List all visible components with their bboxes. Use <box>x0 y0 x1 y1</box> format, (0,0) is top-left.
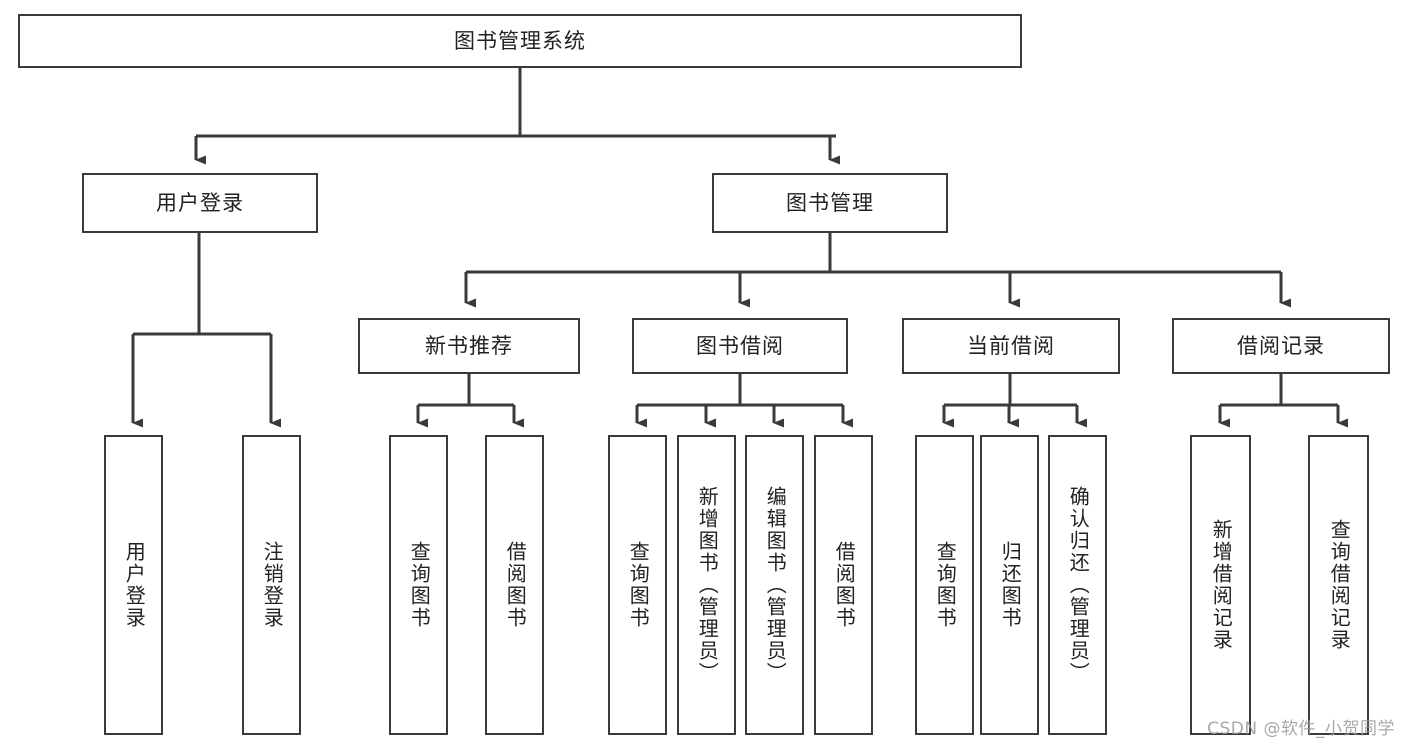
node-root[interactable]: 图书管理系统 <box>18 14 1022 68</box>
node-borrow-record[interactable]: 借阅记录 <box>1172 318 1390 374</box>
node-label: 注销登录 <box>260 541 285 629</box>
leaf-user-login[interactable]: 用户登录 <box>104 435 163 735</box>
leaf-query-book-recommend[interactable]: 查询图书 <box>389 435 448 735</box>
leaf-borrow-book[interactable]: 借阅图书 <box>814 435 873 735</box>
node-label: 借阅记录 <box>1237 333 1325 358</box>
node-label: 用户登录 <box>156 190 244 215</box>
node-label: 图书管理 <box>786 190 874 215</box>
node-label: 借阅图书 <box>503 541 528 629</box>
leaf-return-book[interactable]: 归还图书 <box>980 435 1039 735</box>
node-label: 借阅图书 <box>832 541 857 629</box>
node-label: 当前借阅 <box>967 333 1055 358</box>
leaf-add-borrow-record[interactable]: 新增借阅记录 <box>1190 435 1251 735</box>
node-label: 新增图书（管理员） <box>695 486 720 684</box>
node-new-book-recommend[interactable]: 新书推荐 <box>358 318 580 374</box>
leaf-add-book-admin[interactable]: 新增图书（管理员） <box>677 435 736 735</box>
leaf-query-borrow-record[interactable]: 查询借阅记录 <box>1308 435 1369 735</box>
leaf-logout[interactable]: 注销登录 <box>242 435 301 735</box>
leaf-edit-book-admin[interactable]: 编辑图书（管理员） <box>745 435 804 735</box>
node-label: 新书推荐 <box>425 333 513 358</box>
node-label: 查询图书 <box>933 541 958 629</box>
leaf-query-book-current[interactable]: 查询图书 <box>915 435 974 735</box>
node-book-borrow[interactable]: 图书借阅 <box>632 318 848 374</box>
leaf-query-book-borrow[interactable]: 查询图书 <box>608 435 667 735</box>
node-book-management[interactable]: 图书管理 <box>712 173 948 233</box>
node-label: 图书借阅 <box>696 333 784 358</box>
node-label: 确认归还（管理员） <box>1066 486 1091 684</box>
node-label: 查询借阅记录 <box>1327 519 1352 651</box>
node-label: 图书管理系统 <box>454 28 586 53</box>
node-user-login[interactable]: 用户登录 <box>82 173 318 233</box>
node-label: 归还图书 <box>998 541 1023 629</box>
node-label: 新增借阅记录 <box>1209 519 1234 651</box>
leaf-confirm-return-admin[interactable]: 确认归还（管理员） <box>1048 435 1107 735</box>
node-label: 查询图书 <box>626 541 651 629</box>
node-label: 编辑图书（管理员） <box>763 486 788 684</box>
node-label: 用户登录 <box>122 541 147 629</box>
watermark: CSDN @软件_小贺同学 <box>1207 719 1395 739</box>
leaf-borrow-book-recommend[interactable]: 借阅图书 <box>485 435 544 735</box>
node-current-borrow[interactable]: 当前借阅 <box>902 318 1120 374</box>
node-label: 查询图书 <box>407 541 432 629</box>
